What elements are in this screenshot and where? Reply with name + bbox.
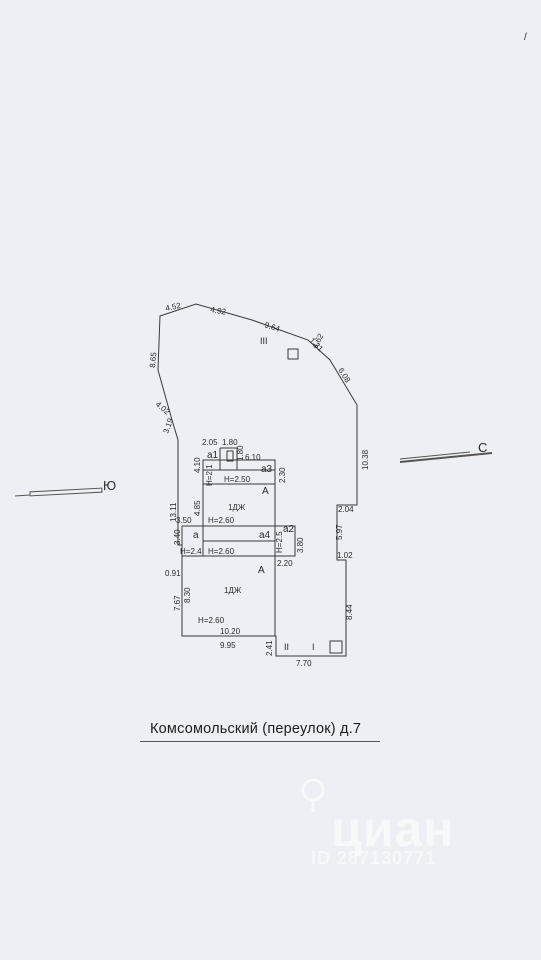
dim-10-20: 10.20 [220, 627, 241, 636]
dim-7-70: 7.70 [296, 659, 312, 668]
dim-1-80-side: 1.80 [236, 445, 245, 461]
height-a1: H=2.1 [205, 464, 214, 486]
height-a3: H=2.50 [224, 475, 251, 484]
height-a: H=2.4 [180, 547, 202, 556]
dim-1-02: 1.02 [337, 551, 353, 560]
plot-boundary [157, 303, 358, 657]
dim-7-67: 7.67 [173, 595, 182, 611]
height-bottom: H=2.60 [198, 616, 225, 625]
north-arrow [399, 451, 492, 463]
dim-0-91: 0.91 [165, 569, 181, 578]
dim-3-50: 3.50 [176, 516, 192, 525]
dim-13-11: 13.11 [169, 502, 178, 522]
north-label: С [478, 440, 487, 455]
dim-3-40: 3.40 [173, 529, 182, 545]
dim-9-95: 9.95 [220, 641, 236, 650]
dim-2-04: 2.04 [338, 505, 354, 514]
dim-2-41: 2.41 [265, 640, 274, 656]
dim-10-38: 10.38 [361, 449, 370, 470]
watermark-pin-icon [301, 778, 325, 812]
south-label: Ю [103, 478, 116, 493]
dim-6-10: 6.10 [245, 453, 261, 462]
height-a2: H=2.5 [275, 531, 284, 553]
dim-4-85: 4.85 [193, 500, 202, 516]
house-outline [181, 447, 296, 656]
well-marker-i [329, 640, 343, 654]
watermark-id: ID 287130771 [311, 848, 437, 868]
watermark: циан ID 287130771 [285, 800, 500, 870]
room-a4: а4 [259, 530, 271, 541]
caption-underline [140, 741, 380, 742]
small-square-icon [226, 450, 234, 462]
lit-a-bottom: А [258, 565, 265, 576]
south-arrow [14, 487, 103, 497]
dim-4-10: 4.10 [193, 457, 202, 473]
zone-label-i: I [312, 642, 315, 652]
room-1dzh-top: 1ДЖ [228, 503, 246, 512]
dim-3-80: 3.80 [296, 537, 305, 553]
height-top: H=2.60 [208, 516, 235, 525]
lit-a-top: А [262, 486, 269, 497]
address-caption: Комсомольский (переулок) д.7 [150, 721, 362, 737]
dim-4-52: 4.52 [165, 301, 183, 313]
dim-2-05: 2.05 [202, 438, 218, 447]
room-a1: а1 [207, 450, 219, 461]
corner-marker: / [524, 32, 527, 43]
zone-label-ii: II [284, 642, 289, 652]
dim-8-30: 8.30 [183, 587, 192, 603]
dim-5-97: 5.97 [335, 524, 344, 540]
dim-2-30: 2.30 [278, 467, 287, 483]
watermark-brand: циан [331, 801, 455, 857]
dim-8-65: 8.65 [148, 351, 158, 368]
dim-1-80-top: 1.80 [222, 438, 238, 447]
dim-4-92: 4.92 [210, 305, 227, 317]
well-marker-iii [287, 348, 299, 360]
room-a2: а2 [283, 524, 295, 535]
dim-2-20: 2.20 [277, 559, 293, 568]
room-a3: а3 [261, 464, 273, 475]
zone-label-iii: III [260, 336, 268, 346]
room-1dzh-bottom: 1ДЖ [224, 586, 242, 595]
room-a: а [193, 530, 199, 541]
height-a4: H=2.60 [208, 547, 235, 556]
dim-8-44: 8.44 [345, 604, 354, 620]
